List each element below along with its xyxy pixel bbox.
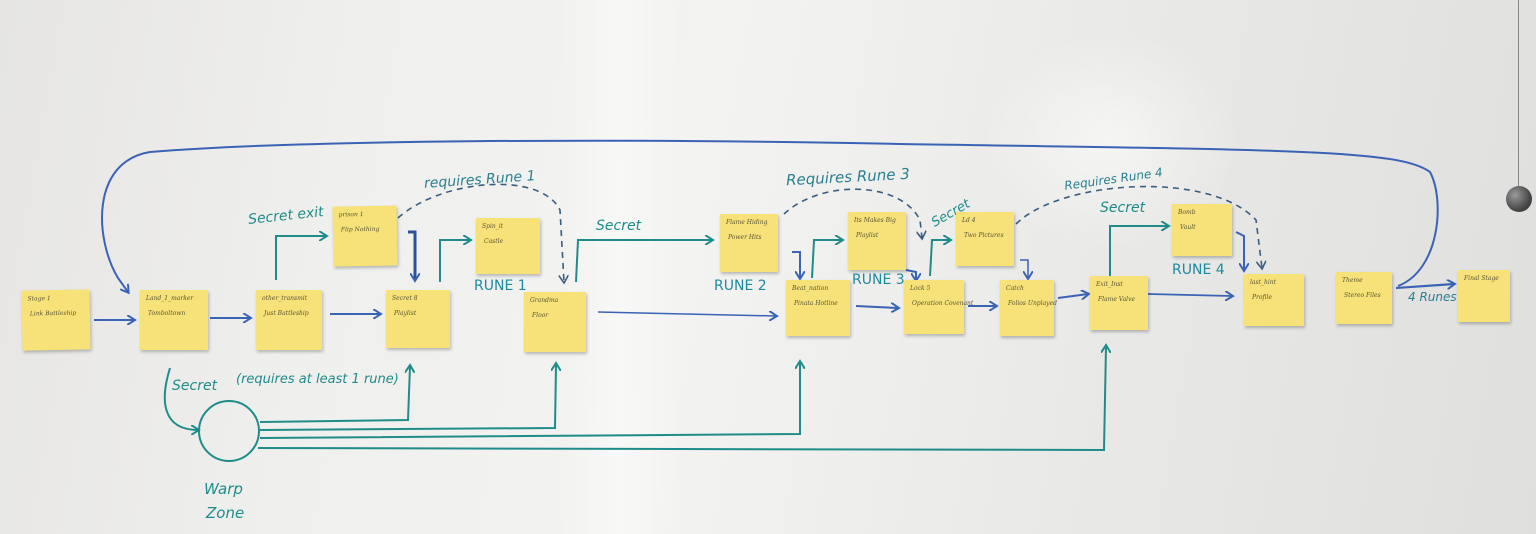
sticky-note: Grandma Floor	[524, 292, 586, 352]
arrow-n14-n16	[1147, 294, 1232, 296]
note-title: Final Stage	[1464, 275, 1499, 282]
note-text: Just Battleship	[264, 310, 309, 317]
arrow-n17-n18	[1395, 284, 1454, 288]
label-rune-1: RUNE 1	[474, 278, 527, 294]
label-secret-warp: Secret	[172, 378, 218, 394]
note-title: Lock 5	[910, 285, 931, 292]
requires-rune-3-arrow	[783, 188, 922, 238]
secret-arrow-a	[575, 240, 712, 283]
note-text: Link Battleship	[29, 309, 77, 318]
sticky-note: Ld 4 Two Pictures	[956, 212, 1014, 266]
note-text: Flip Nothing	[340, 225, 380, 234]
arrow-n8-n9	[792, 251, 800, 278]
note-title: other_transmit	[262, 295, 308, 302]
label-rune-4: RUNE 4	[1172, 262, 1225, 278]
secret-warp-arrow	[163, 367, 198, 430]
note-title: last_hint	[1250, 279, 1277, 286]
label-secret-a: Secret	[596, 218, 642, 234]
note-title: prison 1	[338, 211, 364, 219]
note-text: Operation Covenant	[912, 300, 974, 307]
secret-arrow-c	[1109, 226, 1168, 278]
sticky-note: Spin_it Castle	[476, 218, 540, 274]
note-text: Flame Valve	[1098, 296, 1136, 303]
sticky-note: other_transmit Just Battleship	[256, 290, 322, 350]
sticky-note: Bomb Vault	[1172, 204, 1232, 256]
warp-to-n5	[259, 366, 410, 423]
note-text: Castle	[484, 238, 504, 245]
note-text: Playlist	[394, 310, 417, 317]
loop-arrow	[101, 139, 1439, 292]
sticky-note: Flame Hiding Power Hits	[720, 214, 778, 272]
note-title: Land_1_marker	[146, 295, 194, 302]
arrow-n12-n13	[1020, 259, 1028, 278]
requires-rune-4-arrow	[1015, 185, 1262, 268]
arrow-n4-n5	[408, 230, 415, 280]
label-rune-3: RUNE 3	[852, 272, 905, 288]
note-text: Profile	[1252, 294, 1272, 301]
note-title: Secret 8	[392, 295, 418, 302]
sticky-note: Theme Stereo Files	[1336, 272, 1392, 324]
note-title: Beat_nation	[792, 285, 829, 292]
label-zone: Zone	[206, 504, 245, 522]
arrow-n9-n11	[855, 306, 898, 308]
secret-exit-arrow	[275, 236, 326, 280]
arrow-n13-n14	[1057, 294, 1088, 298]
light-glare	[560, 0, 680, 534]
warp-to-n7	[259, 364, 556, 431]
note-title: Catch	[1006, 285, 1024, 292]
note-text: Tomboltown	[148, 310, 186, 317]
sticky-note: Lock 5 Operation Covenant	[904, 280, 973, 334]
note-title: Ld 4	[962, 217, 976, 224]
sticky-note: Final Stage	[1458, 270, 1510, 322]
note-text: Pinata Hotline	[794, 300, 838, 307]
note-text: Folios Unplayed	[1008, 300, 1057, 307]
note-title: Spin_it	[482, 223, 504, 230]
note-text: Floor	[532, 312, 549, 319]
note-title: Its Makes Big	[854, 217, 896, 224]
note-title: Flame Hiding	[726, 219, 768, 226]
sticky-note: Its Makes Big Playlist	[848, 212, 906, 270]
sticky-note: Stage 1 Link Battleship	[21, 289, 91, 351]
note-text: Vault	[1180, 224, 1196, 231]
sticky-note: Beat_nation Pinata Hotline	[786, 280, 850, 336]
arrow-n9-n10	[811, 240, 842, 279]
sticky-note: Catch Folios Unplayed	[1000, 280, 1057, 336]
requires-rune-1-arrow	[397, 183, 564, 282]
label-warp: Warp	[204, 480, 243, 498]
warp-to-n9	[259, 362, 800, 439]
sticky-note: prison 1 Flip Nothing	[332, 205, 398, 267]
note-text: Stereo Files	[1344, 292, 1381, 299]
label-requires-at-least: (requires at least 1 rune)	[236, 372, 399, 387]
sticky-note: Exit_Inst Flame Valve	[1090, 276, 1148, 330]
arrow-n10-n11	[905, 269, 916, 280]
sticky-note: Secret 8 Playlist	[386, 290, 450, 348]
arrow-n5-n6	[439, 240, 470, 282]
sticky-note: last_hint Profile	[1244, 274, 1304, 326]
arrow-n15-n16	[1235, 231, 1244, 270]
label-rune-2: RUNE 2	[714, 278, 767, 294]
note-title: Exit_Inst	[1096, 281, 1123, 288]
note-text: Power Hits	[728, 234, 762, 241]
note-text: Two Pictures	[964, 232, 1004, 239]
warp-zone-circle	[198, 400, 260, 462]
sticky-note: Land_1_marker Tomboltown	[140, 290, 208, 350]
warp-to-n14	[257, 346, 1106, 452]
note-title: Stage 1	[27, 295, 51, 303]
label-secret-c: Secret	[1100, 200, 1146, 216]
arrow-n7-n9	[597, 312, 776, 316]
note-text: Playlist	[856, 232, 879, 239]
label-four-runes: 4 Runes	[1408, 290, 1457, 304]
note-title: Grandma	[530, 297, 559, 304]
arrow-n11-n12	[929, 240, 950, 277]
magnet	[1506, 186, 1532, 212]
magnet-string	[1518, 0, 1519, 188]
note-title: Bomb	[1178, 209, 1196, 216]
note-title: Theme	[1342, 277, 1363, 284]
